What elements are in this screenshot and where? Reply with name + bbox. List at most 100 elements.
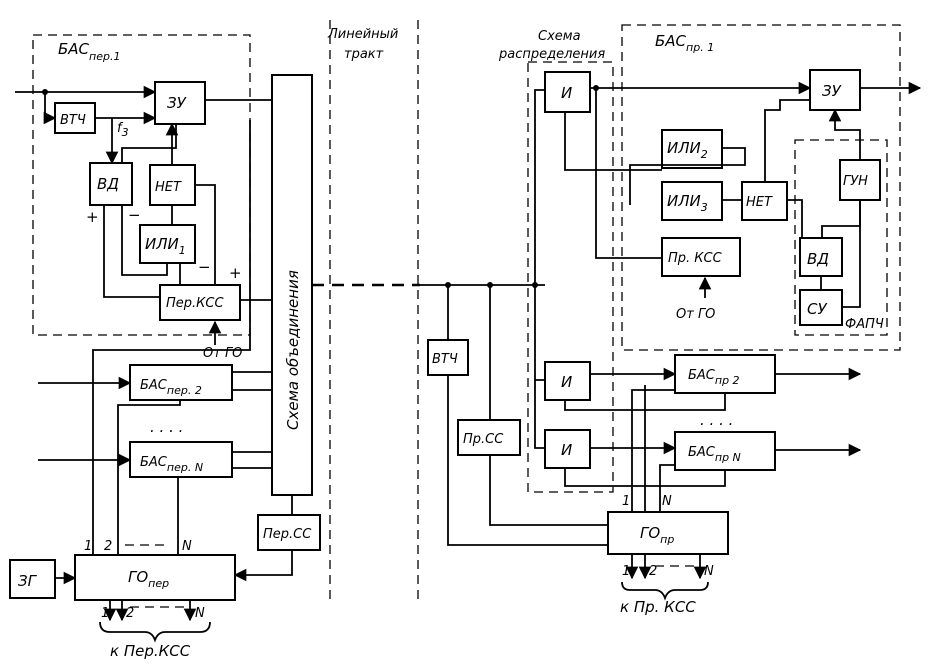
rx-tap-1-label: 1 [622, 494, 630, 509]
bas-per1-label: БАСпер.1 [58, 40, 120, 63]
tap-1-label: 1 [84, 539, 92, 554]
distribution-frame [527, 61, 614, 493]
and-gate-2 [544, 361, 591, 401]
and-gate-1 [544, 71, 591, 113]
wire-vd-zu [121, 124, 177, 163]
wire-vtch-go [447, 375, 608, 546]
wire-net-side [195, 184, 216, 290]
ili1-box [139, 224, 196, 264]
bas-per2-label: БАСпер. 2 [140, 378, 202, 397]
ili3-label: ИЛИ3 [667, 192, 708, 214]
wire-ss-go-rx [489, 455, 608, 526]
wire-ss-go [233, 550, 293, 582]
brace-tx [99, 621, 211, 643]
out-N-label: N [195, 606, 205, 621]
zg-label: ЗГ [18, 572, 38, 590]
go-pr-out-1-label: 1 [622, 564, 630, 579]
dots-tx: . . . . [150, 418, 183, 436]
vd-plus: + [86, 208, 99, 226]
bas-prN-label: БАСпр N [688, 445, 741, 464]
wire-gun-zu [828, 108, 861, 160]
rx-tap-N [659, 464, 675, 512]
go-pr-label: ГОпр [640, 524, 674, 546]
per-ss-label: Пер.СС [263, 527, 312, 542]
ili1-plus: + [229, 264, 242, 282]
out-1-label: 1 [101, 606, 109, 621]
wire-trunk-i3 [534, 380, 545, 449]
ili1-minus: − [198, 258, 211, 276]
ili2-label: ИЛИ2 [667, 139, 708, 161]
and-gate-3 [544, 429, 591, 469]
per-ss-box [257, 514, 321, 551]
tap-1-wire [92, 120, 251, 555]
wire-net-zu [764, 99, 810, 182]
to-per-kss: к Пер.КСС [110, 642, 191, 660]
f3-label: f3 [117, 121, 129, 139]
net-rx-label: НЕТ [746, 195, 773, 210]
wire-su-gun [842, 200, 861, 308]
zg-box [9, 559, 56, 599]
ot-go-rx: От ГО [676, 307, 715, 322]
wire-vd-ili1 [121, 205, 168, 276]
rx-tap-N-label: N [662, 494, 672, 509]
wire-net-vd [787, 199, 803, 238]
tap-2-label: 2 [104, 539, 112, 554]
and-gate-1-label: И [561, 84, 572, 102]
go-per-box [74, 554, 236, 601]
bas-pr1-label: БАСпр. 1 [655, 32, 714, 54]
pr-ss-label: Пр.СС [463, 432, 504, 447]
fapch-frame [794, 139, 888, 336]
ili3-box [661, 181, 723, 221]
wire-ili2-loop [629, 147, 746, 205]
bas-per2-box [129, 364, 233, 401]
pr-kss-label: Пр. КСС [668, 251, 723, 266]
ili1-label: ИЛИ1 [145, 235, 186, 257]
zu-rx-box [809, 69, 861, 111]
pr-kss-box [661, 237, 741, 277]
dots-rx: . . . . [700, 411, 733, 429]
vtch-tx-label: ВТЧ [60, 113, 86, 128]
vd-tx-box [89, 162, 133, 206]
vd-tx-label: ВД [97, 175, 119, 193]
ili2-box [661, 129, 723, 169]
zu-tx-box [154, 81, 206, 125]
go-pr-out-2-label: 2 [649, 564, 657, 579]
vd-rx-box [799, 237, 843, 277]
tap-N-label: N [182, 539, 192, 554]
go-per-label: ГОпер [128, 568, 169, 590]
bas-perN-label: БАСпер. N [140, 455, 203, 474]
vd-rx-label: ВД [807, 250, 829, 268]
go-pr-out-N-label: N [704, 564, 714, 579]
line-label-1: Линейный [327, 27, 398, 42]
per-kss-box [159, 284, 241, 321]
vd-minus: − [128, 206, 141, 224]
brace-rx [621, 581, 709, 601]
to-pr-kss: к Пр. КСС [620, 598, 696, 616]
distribution-label-1: Схема [538, 29, 581, 44]
line-label-2: тракт [344, 47, 384, 62]
vtch-tx-box [54, 102, 96, 134]
wire-trunk-i2 [534, 285, 545, 381]
ot-go-tx: От ГО [203, 346, 242, 361]
bas-pr1-frame [621, 24, 901, 351]
pr-ss-box [457, 419, 521, 456]
wire-trunk-i1 [534, 89, 545, 285]
gun-label: ГУН [843, 174, 868, 189]
wire-gun-vd [821, 200, 861, 238]
per-kss-label: Пер.КСС [166, 296, 224, 311]
wire-i1-prkss [595, 88, 662, 259]
zu-rx-label: ЗУ [822, 82, 842, 100]
and-gate-3-label: И [561, 441, 572, 459]
out-2-label: 2 [126, 606, 134, 621]
su-label: СУ [807, 300, 827, 318]
wire-i1-ili2 [564, 112, 662, 171]
combiner-label: Схема объединения [284, 270, 302, 430]
net-tx-label: НЕТ [155, 180, 182, 195]
tap-2-wire [117, 400, 181, 555]
wire-to-vtch [43, 92, 57, 125]
bas-perN-box [129, 441, 233, 478]
distribution-label-2: распределения [498, 47, 605, 62]
and-gate-2-label: И [561, 373, 572, 391]
vtch-rx-label: ВТЧ [432, 352, 458, 367]
